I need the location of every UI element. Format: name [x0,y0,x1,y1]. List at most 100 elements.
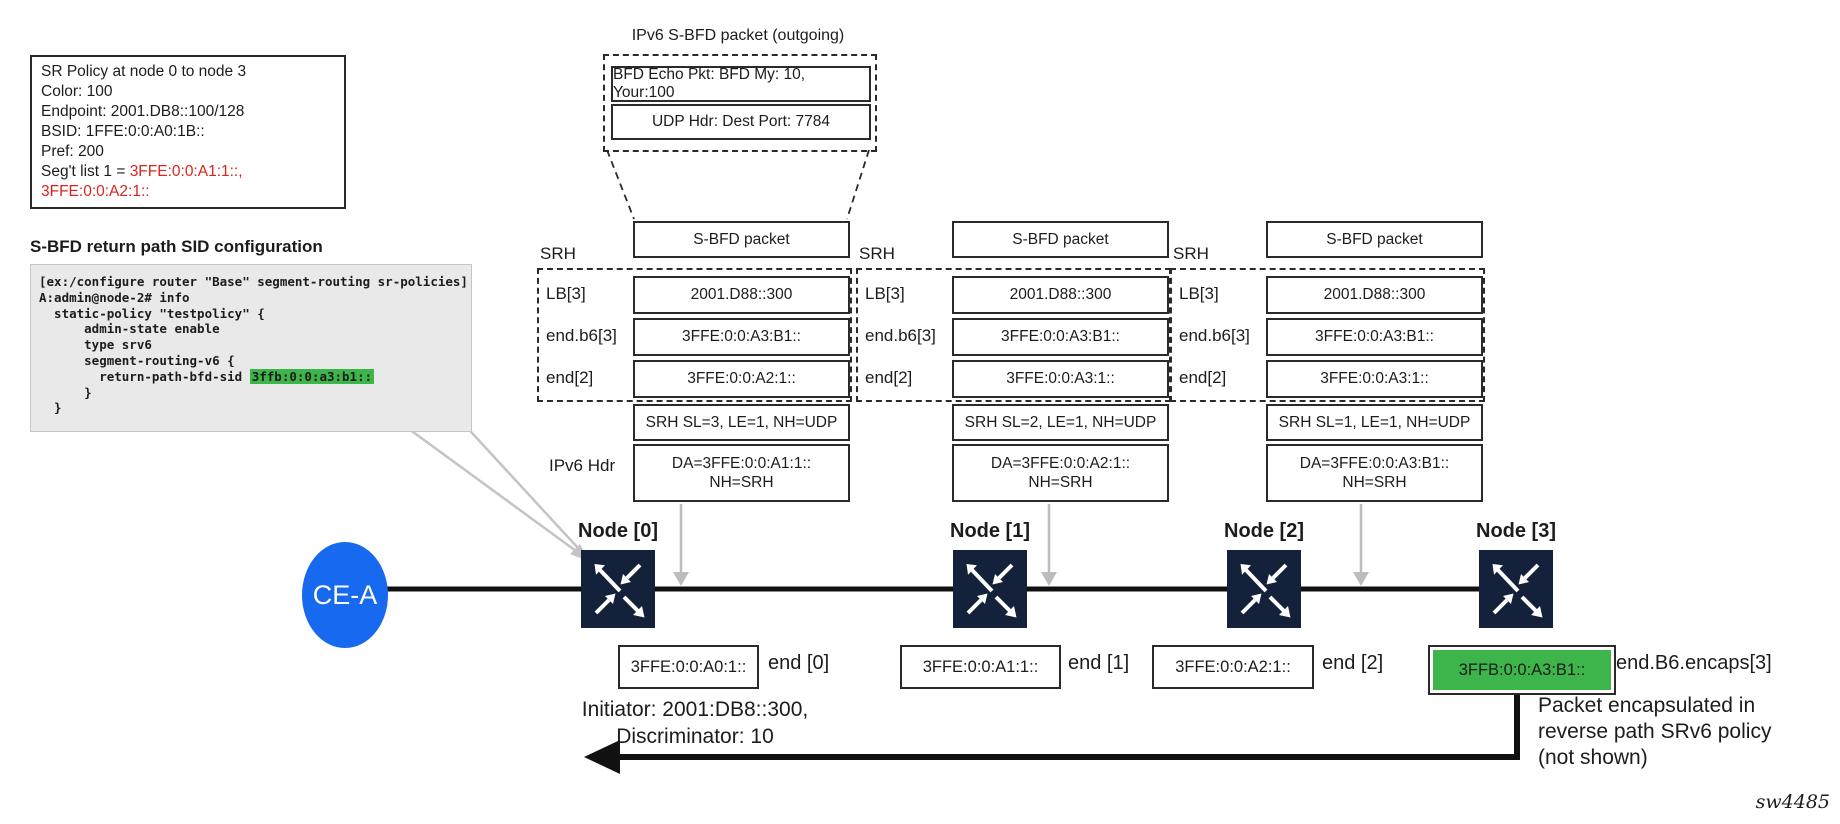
initiator-line1: Initiator: 2001:DB8::300, [581,698,809,721]
srh-segment-box: 3FFE:0:0:A3:1:: [952,360,1169,398]
srh-row-label: end[2] [865,368,913,387]
srh-segment-box: 3FFE:0:0:A3:B1:: [1266,318,1483,356]
funnel-dashed-left [606,149,635,220]
node1-sid-box: 3FFE:0:0:A1:1:: [900,645,1061,689]
code-line: } [39,384,92,400]
nh-line: NH=SRH [1342,474,1407,491]
srh-segment-box: 3FFE:0:0:A3:1:: [1266,360,1483,398]
router-arrows-icon [1492,563,1543,618]
node3-router-icon [1479,550,1553,628]
return-note-line3: (not shown) [1538,746,1648,769]
return-path-note: Packet encapsulated in reverse path SRv6… [1538,693,1771,771]
config-section-heading: S-BFD return path SID configuration [30,237,323,256]
seg-list-prefix: Seg't list 1 = [41,163,130,180]
initiator-caption: Initiator: 2001:DB8::300, Discriminator:… [540,696,850,750]
da-line: DA=3FFE:0:0:A3:B1:: [1299,455,1450,472]
code-line: segment-routing-v6 { [39,352,235,368]
srh-segment-box: 3FFE:0:0:A2:1:: [633,360,850,398]
srh-info-box: SRH SL=3, LE=1, NH=UDP [633,404,850,441]
policy-line: Color: 100 [41,83,113,100]
nh-line: NH=SRH [1028,474,1093,491]
node0-sid-box: 3FFE:0:0:A0:1:: [618,645,759,689]
initiator-line2: Discriminator: 10 [616,725,774,748]
node3-sid-label: end.B6.encaps[3] [1616,652,1772,674]
node3-sid-highlight: 3FFB:0:0:A3:B1:: [1433,650,1611,690]
srh-label: SRH [859,244,895,263]
da-line: DA=3FFE:0:0:A2:1:: [990,455,1131,472]
return-note-line2: reverse path SRv6 policy [1538,720,1772,743]
srh-label: SRH [540,244,576,263]
callout-wedge-line-1 [397,419,577,553]
return-path-line [618,689,1520,760]
sbfd-packet-box: S-BFD packet [633,221,850,258]
router-arrows-icon [966,563,1017,618]
srh-row-label: LB[3] [546,284,586,303]
return-path-arrowhead [584,740,620,774]
sbfd-packet-box: S-BFD packet [1266,221,1483,258]
stack-drop-arrows [673,504,1369,586]
policy-line: SR Policy at node 0 to node 3 [41,63,247,80]
return-path-sid-highlight: 3ffb:0:0:a3:b1:: [249,368,375,384]
srh-segment-box: 2001.D88::300 [633,276,850,314]
return-note-line1: Packet encapsulated in [1538,694,1756,717]
packet-stack-node1: S-BFD packet SRH LB[3] end.b6[3] end[2] … [856,218,1171,508]
srh-row-label: end.b6[3] [1179,326,1250,345]
ipv6-hdr-box: DA=3FFE:0:0:A3:B1:: NH=SRH [1266,444,1483,502]
srh-row-label: end[2] [546,368,594,387]
srh-info-box: SRH SL=1, LE=1, NH=UDP [1266,404,1483,441]
callout-wedge-line-2 [460,420,579,549]
policy-line: Endpoint: 2001.DB8::100/128 [41,103,245,120]
node0-router-icon [581,550,655,628]
packet-stack-node0: S-BFD packet SRH LB[3] end.b6[3] end[2] … [537,218,852,508]
code-line: } [39,400,62,416]
outgoing-packet-title: IPv6 S-BFD packet (outgoing) [631,27,845,44]
node2-title: Node [2] [1224,520,1304,542]
router-arrows-icon [1240,563,1291,618]
code-line: A:admin@node-2# info [39,289,190,305]
srh-row-label: LB[3] [1179,284,1219,303]
figure-id: sw4485 [1755,791,1830,813]
node0-sid-label: end [0] [768,652,830,674]
da-line: DA=3FFE:0:0:A1:1:: [671,455,812,472]
srh-segment-box: 2001.D88::300 [1266,276,1483,314]
ipv6-hdr-box: DA=3FFE:0:0:A2:1:: NH=SRH [952,444,1169,502]
ipv6-hdr-label: IPv6 Hdr [549,456,616,475]
srh-row-label: end.b6[3] [546,326,617,345]
ipv6-hdr-box: DA=3FFE:0:0:A1:1:: NH=SRH [633,444,850,502]
packet-stack-node2: S-BFD packet SRH LB[3] end.b6[3] end[2] … [1170,218,1485,508]
srh-row-label: end[2] [1179,368,1227,387]
sbfd-packet-box: S-BFD packet [952,221,1169,258]
policy-line: Pref: 200 [41,143,104,160]
udp-hdr-row: UDP Hdr: Dest Port: 7784 [611,104,871,140]
code-line: static-policy "testpolicy" { [39,305,265,321]
srh-label: SRH [1173,244,1209,263]
ce-a-node: CE-A [302,542,388,648]
srh-dashed-box [537,268,852,402]
router-arrows-icon [594,563,645,618]
outgoing-packet-dashed-box [603,54,877,152]
policy-line: BSID: 1FFE:0:0:A0:1B:: [41,123,205,140]
node3-sid-box: 3FFB:0:0:A3:B1:: [1428,645,1616,695]
code-line: [ex:/configure router "Base" segment-rou… [39,274,468,289]
code-line: admin-state enable [39,321,220,337]
node1-sid-label: end [1] [1068,652,1130,674]
srh-segment-box: 2001.D88::300 [952,276,1169,314]
node2-sid-box: 3FFE:0:0:A2:1:: [1152,645,1314,689]
seg-list-value: 3FFE:0:0:A1:1::, 3FFE:0:0:A2:1:: [41,163,243,200]
code-line-return-path: return-path-bfd-sid 3ffb:0:0:a3:b1:: [39,368,471,385]
node1-router-icon [953,550,1027,628]
return-path-prefix: return-path-bfd-sid [39,368,250,384]
funnel-dashed-right [846,149,870,220]
node0-title: Node [0] [578,520,658,542]
srh-row-label: LB[3] [865,284,905,303]
srh-row-label: end.b6[3] [865,326,936,345]
bfd-echo-row: BFD Echo Pkt: BFD My: 10, Your:100 [611,66,871,102]
policy-seg-list-line: Seg't list 1 = 3FFE:0:0:A1:1::, 3FFE:0:0… [41,162,335,202]
nh-line: NH=SRH [709,474,774,491]
node1-title: Node [1] [950,520,1030,542]
srh-segment-box: 3FFE:0:0:A3:B1:: [633,318,850,356]
srh-info-box: SRH SL=2, LE=1, NH=UDP [952,404,1169,441]
srh-dashed-box [1170,268,1485,402]
